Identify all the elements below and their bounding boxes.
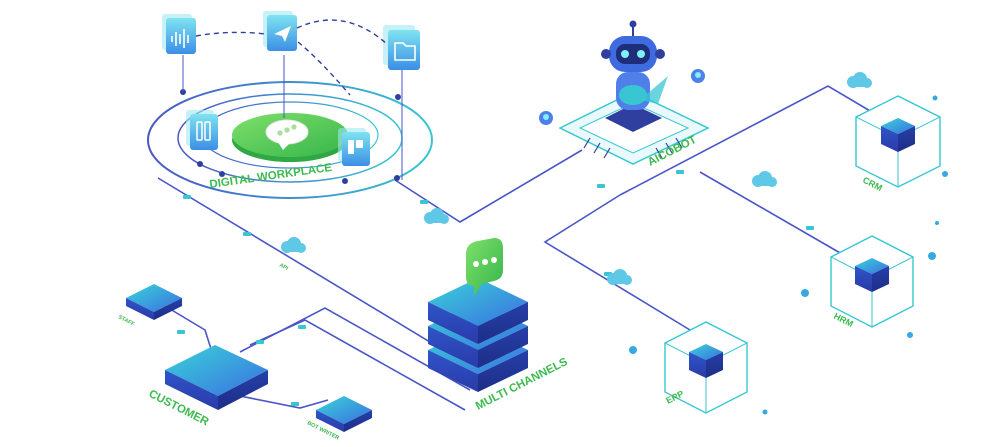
decorative-dots <box>629 95 948 415</box>
app-panel-audio[interactable] <box>162 14 196 92</box>
robot-icon <box>601 20 668 110</box>
staff-label: STAFF <box>117 314 136 327</box>
chat-bubble-icon <box>265 119 309 150</box>
aicobot-to-erp-line <box>543 194 691 331</box>
digital-workplace-hub[interactable] <box>147 81 433 199</box>
multi-channels-stack[interactable] <box>428 238 528 392</box>
workplace-to-api-line <box>157 177 471 361</box>
cloud-icon <box>281 72 872 285</box>
chat-bubble-icon <box>466 238 503 296</box>
audio-wave-icon <box>171 29 189 48</box>
bot-writer-node[interactable] <box>316 396 372 432</box>
app-panel-folder[interactable] <box>383 25 420 180</box>
workplace-to-aicobot-line <box>394 149 583 223</box>
hrm-cube[interactable] <box>829 235 915 328</box>
drone-bot-icon <box>539 69 705 125</box>
erp-cube[interactable] <box>663 321 749 414</box>
app-panel-send[interactable] <box>263 11 297 118</box>
paper-plane-icon <box>274 26 291 42</box>
customer-to-botwriter-line <box>234 394 329 409</box>
app-panel-board[interactable] <box>338 128 370 166</box>
digital-workplace-label: DIGITAL WORKPLACE <box>209 162 333 191</box>
api-label: API <box>278 262 289 272</box>
panel-arcs <box>195 19 389 96</box>
staff-node[interactable] <box>126 284 182 320</box>
channels-to-customer-line2 <box>249 319 466 411</box>
aicobot-to-crm-line <box>619 85 883 196</box>
connector-nodes <box>177 170 814 406</box>
aicobot-node[interactable] <box>539 20 710 165</box>
crm-cube[interactable] <box>854 95 942 188</box>
app-panel-columns[interactable] <box>186 110 218 150</box>
customer-node[interactable] <box>165 345 268 410</box>
folder-icon <box>394 42 416 61</box>
